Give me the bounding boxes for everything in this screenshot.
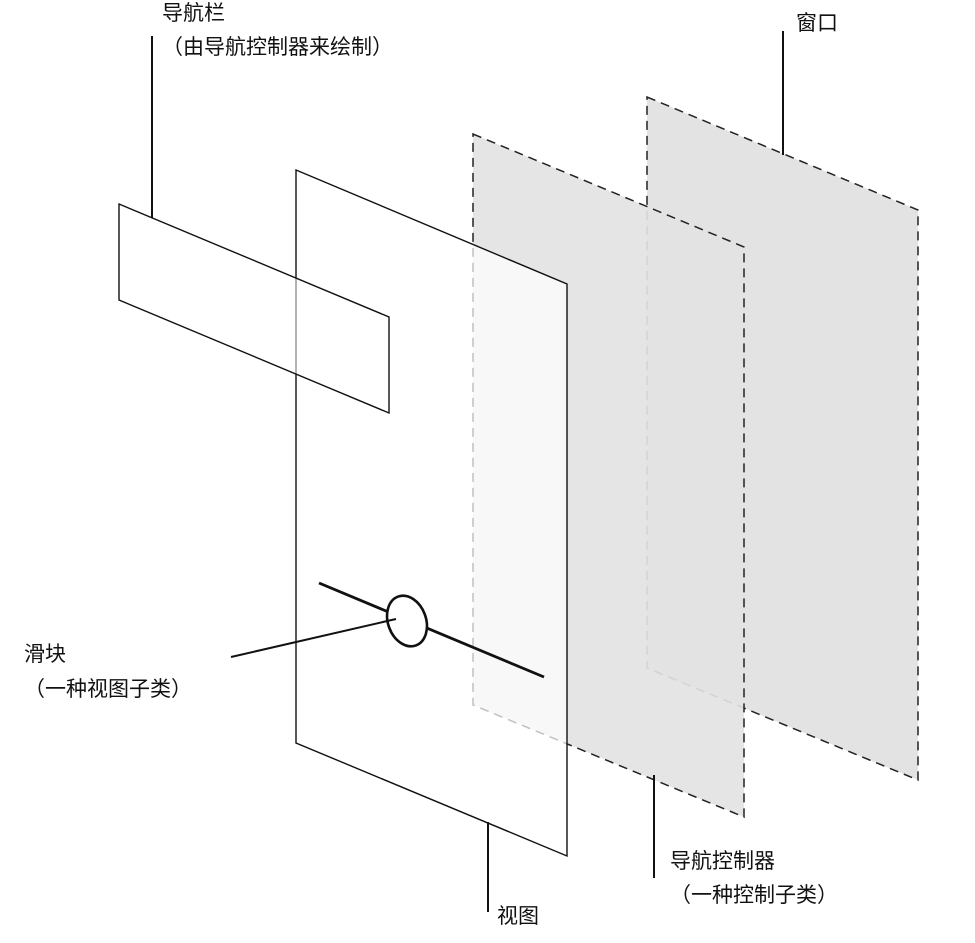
slider-title: 滑块 [24, 642, 66, 666]
nav-controller-subtitle: （一种控制子类） [670, 883, 838, 907]
slider-subtitle: （一种视图子类） [24, 677, 192, 701]
slider-track [318, 581, 545, 679]
nav-controller-title: 导航控制器 [670, 849, 775, 873]
window-title: 窗口 [796, 11, 838, 35]
slider-leader [230, 618, 397, 658]
nav-bar-title: 导航栏 [162, 1, 225, 25]
view-title: 视图 [497, 904, 539, 928]
view-layer [295, 168, 568, 858]
slider-thumb [385, 594, 429, 648]
nav-bar-subtitle: （由导航控制器来绘制） [162, 35, 393, 59]
nav-bar-panel [118, 202, 390, 415]
